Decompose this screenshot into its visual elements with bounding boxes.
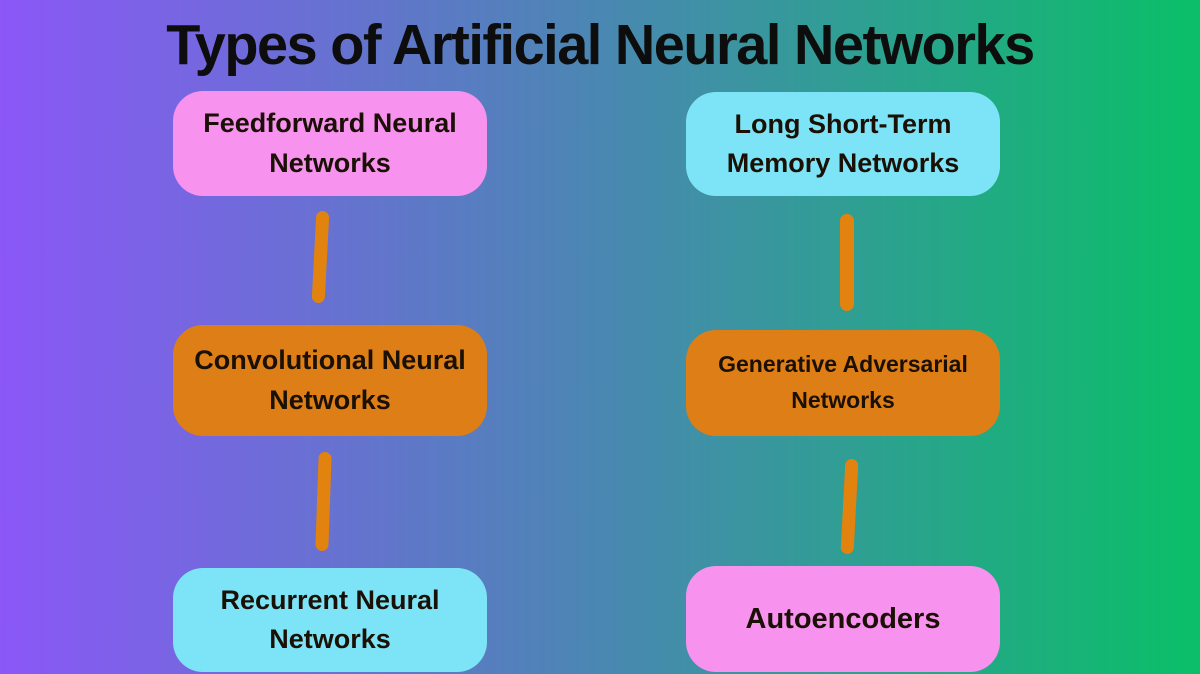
node-label: Recurrent Neural Networks xyxy=(220,584,440,654)
node-label: Long Short-Term Memory Networks xyxy=(726,108,960,178)
node-label: Convolutional Neural Networks xyxy=(194,345,466,415)
node-autoencoders: Autoencoders xyxy=(686,566,1000,672)
connector-line xyxy=(311,210,330,304)
node-label: Generative Adversarial Networks xyxy=(718,351,968,413)
connector-line xyxy=(315,451,332,552)
diagram-title: Types of Artificial Neural Networks xyxy=(166,13,1035,77)
connector-line xyxy=(840,458,859,555)
node-long-short-term-memory-networks: Long Short-Term Memory Networks xyxy=(686,92,1000,196)
node-label: Autoencoders xyxy=(745,602,941,635)
node-feedforward-neural-networks: Feedforward Neural Networks xyxy=(173,91,487,196)
node-label: Feedforward Neural Networks xyxy=(203,108,457,178)
node-convolutional-neural-networks: Convolutional Neural Networks xyxy=(173,325,487,436)
node-recurrent-neural-networks: Recurrent Neural Networks xyxy=(173,568,487,672)
connector-line xyxy=(840,214,854,311)
node-generative-adversarial-networks: Generative Adversarial Networks xyxy=(686,330,1000,436)
